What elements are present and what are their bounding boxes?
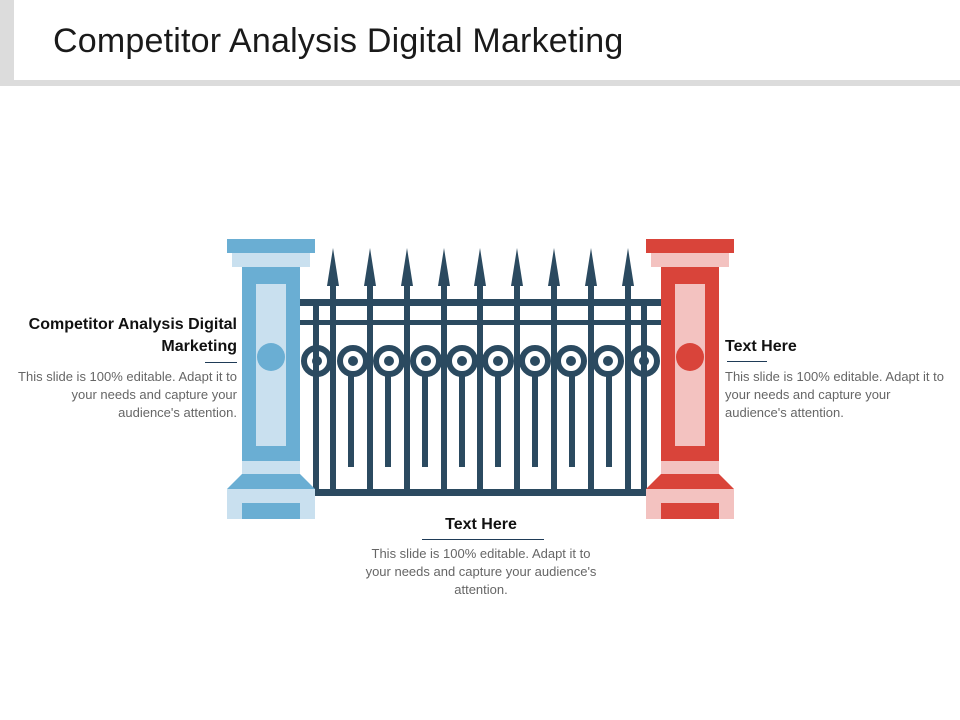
fence-picket xyxy=(367,282,373,489)
fence-spear-tip xyxy=(474,248,486,286)
fence-picket xyxy=(514,282,520,489)
fence-short-picket xyxy=(348,374,354,467)
fence-spear-tip xyxy=(511,248,523,286)
fence-ring-hub xyxy=(566,356,576,366)
fence-end-post xyxy=(641,306,647,489)
fence-short-picket xyxy=(495,374,501,467)
page-title: Competitor Analysis Digital Marketing xyxy=(53,22,624,60)
fence-ring-hub xyxy=(603,356,613,366)
fence-short-picket xyxy=(532,374,538,467)
fence-ring-hub xyxy=(530,356,540,366)
fence-picket xyxy=(441,282,447,489)
fence-spear-tip xyxy=(622,248,634,286)
fence-ring-hub xyxy=(384,356,394,366)
fence-spear-tip xyxy=(327,248,339,286)
fence-short-picket xyxy=(385,374,391,467)
fence-spear-tip xyxy=(401,248,413,286)
fence-short-picket xyxy=(459,374,465,467)
left-pillar xyxy=(227,239,315,519)
right-heading: Text Here xyxy=(725,338,797,355)
right-body-text: This slide is 100% editable. Adapt it to… xyxy=(725,369,944,420)
fence-short-picket xyxy=(606,374,612,467)
fence-spear-tip xyxy=(364,248,376,286)
fence-spear-tip xyxy=(585,248,597,286)
fence-picket xyxy=(404,282,410,489)
fence-bottom-rail xyxy=(306,489,649,496)
fence-short-picket xyxy=(422,374,428,467)
iron-fence xyxy=(300,248,661,496)
fence-picket xyxy=(588,282,594,489)
fence-spear-tip xyxy=(548,248,560,286)
left-pillar-circle xyxy=(257,343,285,371)
left-heading: Competitor Analysis Digital Marketing xyxy=(28,316,237,355)
left-heading-underline xyxy=(205,362,237,363)
fence-ring-hub xyxy=(457,356,467,366)
bottom-heading-underline xyxy=(422,539,544,540)
bottom-body-text: This slide is 100% editable. Adapt it to… xyxy=(365,546,597,597)
header-divider xyxy=(0,80,960,86)
left-body-text: This slide is 100% editable. Adapt it to… xyxy=(18,369,237,420)
right-pillar xyxy=(646,239,734,519)
header-accent-bar xyxy=(0,0,14,84)
fence-ring-hub xyxy=(493,356,503,366)
right-pillar-circle xyxy=(676,343,704,371)
fence-picket xyxy=(477,282,483,489)
fence-ring-hub xyxy=(421,356,431,366)
fence-end-post xyxy=(313,306,319,489)
fence-spear-tip xyxy=(438,248,450,286)
fence-short-picket xyxy=(569,374,575,467)
fence-picket xyxy=(551,282,557,489)
bottom-heading: Text Here xyxy=(445,516,517,533)
fence-ring-hub xyxy=(348,356,358,366)
fence-picket xyxy=(625,282,631,489)
right-heading-underline xyxy=(727,361,767,362)
fence-picket xyxy=(330,282,336,489)
